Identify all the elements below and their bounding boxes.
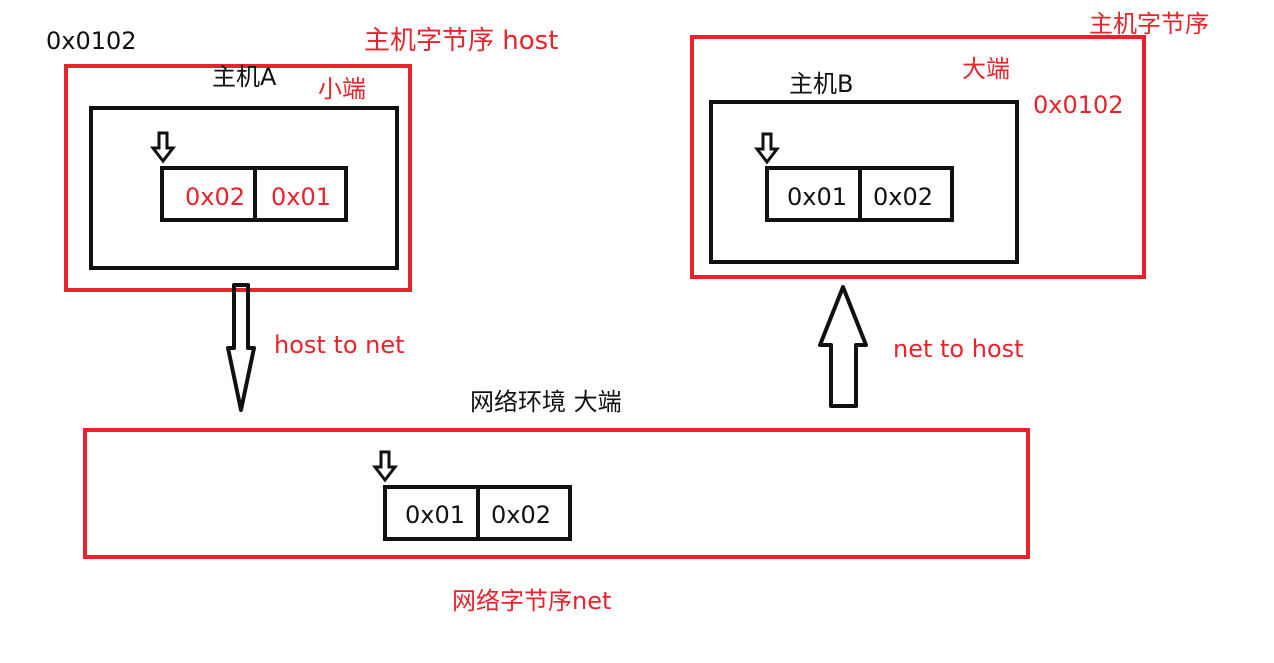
net-to-host-label: net to host (893, 335, 1024, 363)
host-b-pointer-down-arrow-icon (753, 132, 781, 165)
host-a-byte-1: 0x01 (271, 183, 332, 211)
net-to-host-hollow-up-arrow-icon (818, 285, 868, 408)
network-byte-1: 0x02 (491, 501, 552, 529)
host-b-memory-box (709, 100, 1019, 264)
network-byte-0: 0x01 (405, 501, 466, 529)
host-to-net-hollow-down-arrow-icon (226, 283, 256, 412)
host-b-byte-0: 0x01 (787, 183, 848, 211)
host-b-byte-1: 0x02 (873, 183, 934, 211)
network-box (83, 428, 1030, 559)
host-a-byte-0: 0x02 (185, 183, 246, 211)
host-a-outer-box (64, 64, 412, 292)
host-b-label: 主机B (789, 70, 854, 98)
host-a-byte-order-label: 主机字节序 host (364, 26, 559, 56)
host-b-byte-order-label: 主机字节序 (1089, 10, 1209, 38)
host-a-memory-box (89, 106, 399, 270)
host-to-net-label: host to net (274, 331, 405, 359)
host-b-outer-box (690, 35, 1146, 279)
host-b-endian-label: 大端 (962, 55, 1010, 83)
host-a-label: 主机A (212, 63, 277, 91)
host-a-endian-label: 小端 (318, 75, 366, 103)
host-a-value: 0x0102 (46, 27, 137, 55)
host-a-pointer-down-arrow-icon (149, 131, 177, 164)
network-label: 网络环境 大端 (470, 388, 622, 416)
host-b-value: 0x0102 (1033, 91, 1124, 119)
network-byte-order-label: 网络字节序net (452, 587, 612, 615)
network-pointer-down-arrow-icon (371, 450, 399, 483)
